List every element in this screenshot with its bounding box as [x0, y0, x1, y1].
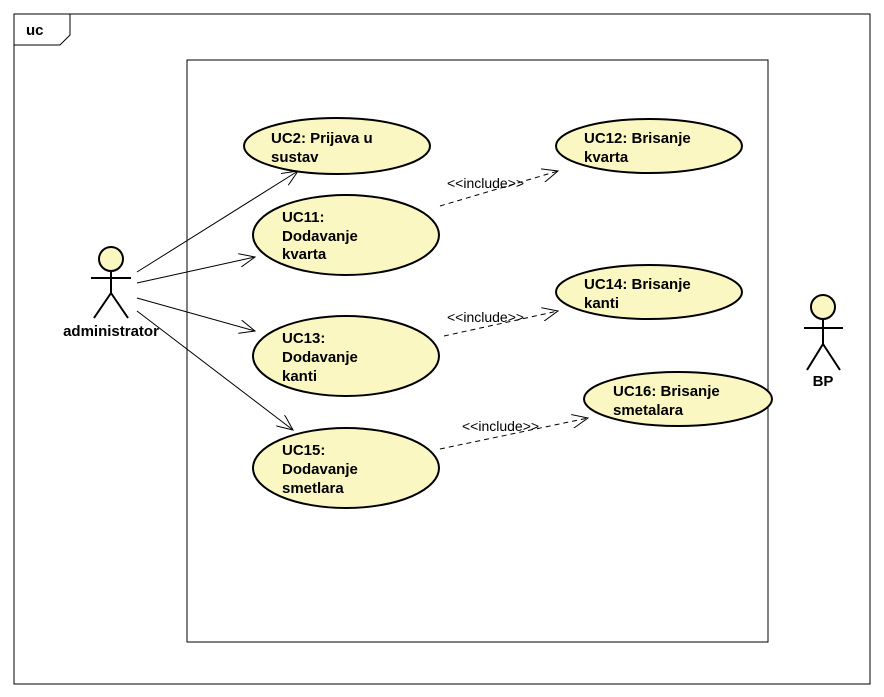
use-case-uc13-line3: kanti [282, 368, 317, 385]
association-admin-uc2 [136, 171, 298, 273]
use-case-uc12[interactable]: UC12: Brisanje kvarta [555, 118, 743, 174]
use-case-uc11-line1: UC11: [282, 209, 325, 226]
use-case-uc11-line3: kvarta [282, 246, 327, 263]
use-case-uc14[interactable]: UC14: Brisanje kanti [555, 264, 743, 320]
association-admin-uc15 [136, 310, 293, 430]
include-uc15-uc16 [439, 418, 588, 450]
include-label-3: <<include>> [462, 418, 539, 434]
association-admin-uc13 [136, 297, 255, 331]
use-case-uc11-line2: Dodavanje [282, 228, 358, 245]
include-uc13-uc14 [443, 311, 558, 337]
actor-bp-label: BP [813, 373, 834, 390]
use-case-uc15-line1: UC15: [282, 442, 325, 459]
include-label-2: <<include>> [447, 309, 524, 325]
use-case-uc16[interactable]: UC16: Brisanje smetalara [583, 371, 773, 427]
use-case-uc15[interactable]: UC15: Dodavanje smetlara [252, 427, 440, 509]
use-case-uc14-line1: UC14: Brisanje [584, 276, 691, 293]
use-case-uc15-line3: smetlara [282, 480, 344, 497]
frame-tab [14, 14, 71, 46]
include-uc11-uc12 [439, 171, 558, 207]
use-case-uc2[interactable]: UC2: Prijava u sustav [243, 117, 431, 175]
include-label-1: <<include>> [447, 175, 524, 191]
actor-bp[interactable]: BP [804, 294, 843, 390]
use-case-uc16-line2: smetalara [613, 402, 684, 419]
association-admin-uc11 [136, 257, 255, 284]
use-case-uc14-line2: kanti [584, 295, 619, 312]
use-case-uc16-line1: UC16: Brisanje [613, 383, 720, 400]
use-case-uc2-line1: UC2: Prijava u [271, 130, 373, 147]
actor-administrator[interactable]: administrator [63, 246, 159, 340]
use-case-uc13-line1: UC13: [282, 330, 325, 347]
stick-figure-icon [804, 294, 843, 371]
use-case-uc12-line1: UC12: Brisanje [584, 130, 691, 147]
stick-figure-icon [91, 246, 131, 319]
use-case-uc15-line2: Dodavanje [282, 461, 358, 478]
frame-label: uc [26, 22, 44, 39]
use-case-uc2-line2: sustav [271, 149, 319, 166]
use-case-uc13-line2: Dodavanje [282, 349, 358, 366]
actor-administrator-label: administrator [63, 323, 159, 340]
use-case-uc12-line2: kvarta [584, 149, 629, 166]
use-case-uc13[interactable]: UC13: Dodavanje kanti [252, 315, 440, 397]
